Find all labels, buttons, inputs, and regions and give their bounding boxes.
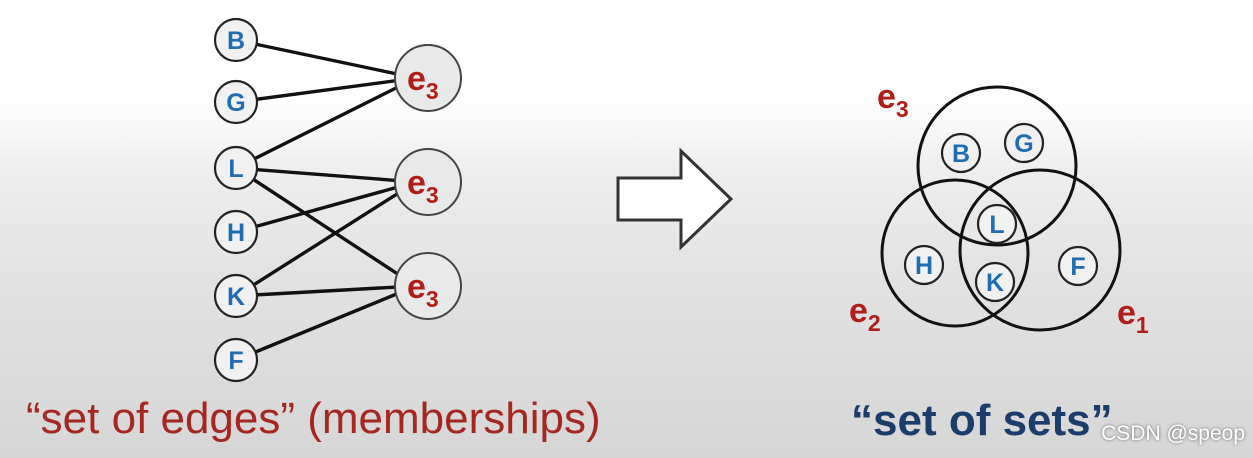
vertex-circle bbox=[213, 17, 259, 63]
vertex-label: H bbox=[227, 219, 245, 247]
hyperedge-label: e3 bbox=[407, 268, 439, 312]
vertex-node-k: K bbox=[213, 273, 259, 319]
set-circle-e2 bbox=[880, 178, 1030, 328]
caption-set-of-edges: “set of edges” (memberships) bbox=[26, 394, 601, 443]
set-member-label: G bbox=[1014, 130, 1033, 158]
set-member-circle bbox=[976, 203, 1018, 245]
set-label-e2: e2 bbox=[849, 292, 881, 336]
vertex-label: K bbox=[227, 283, 245, 311]
membership-line-f-edge-3 bbox=[234, 284, 418, 362]
membership-line-l-edge-1 bbox=[234, 76, 418, 170]
vertex-circle bbox=[213, 79, 259, 125]
hyperedge-label: e3 bbox=[407, 60, 439, 104]
vertex-node-l: L bbox=[213, 145, 259, 191]
transform-arrow-icon bbox=[616, 147, 734, 251]
set-labels: e3 e2 e1 bbox=[849, 78, 1149, 338]
membership-line-k-edge-2 bbox=[234, 180, 418, 298]
vertex-node-g: G bbox=[213, 79, 259, 125]
membership-lines bbox=[234, 38, 418, 362]
venn-set-diagram: e3 e2 e1 B G L H K F bbox=[849, 78, 1149, 338]
set-label-subscript: 3 bbox=[896, 96, 909, 122]
set-circles bbox=[880, 85, 1122, 332]
hyperedge-circle bbox=[394, 148, 462, 216]
vertex-circle bbox=[213, 337, 259, 383]
caption-set-of-sets: “set of sets” bbox=[851, 396, 1113, 445]
set-member-circle bbox=[974, 261, 1016, 303]
vertex-circle bbox=[213, 209, 259, 255]
vertex-circle bbox=[213, 273, 259, 319]
set-label-subscript: 1 bbox=[1136, 312, 1149, 338]
hyperedge-node: e3 bbox=[394, 148, 462, 216]
membership-line-l-edge-2 bbox=[234, 166, 418, 184]
hyperedge-subscript: 3 bbox=[426, 182, 439, 208]
membership-line-k-edge-3 bbox=[234, 284, 418, 298]
vertex-label: L bbox=[228, 155, 243, 183]
set-member-h: H bbox=[903, 244, 945, 286]
set-circle-e3 bbox=[916, 85, 1078, 247]
vertex-node-h: H bbox=[213, 209, 259, 255]
set-member-circle bbox=[903, 244, 945, 286]
set-member-circle bbox=[940, 132, 982, 174]
hyperedge-node: e3 bbox=[394, 252, 462, 320]
set-member-b: B bbox=[940, 132, 982, 174]
set-member-label: H bbox=[915, 252, 933, 280]
set-label-e3: e3 bbox=[877, 78, 909, 122]
set-member-g: G bbox=[1003, 122, 1045, 164]
set-label-e1: e1 bbox=[1117, 294, 1149, 338]
membership-line-l-edge-3 bbox=[234, 166, 418, 288]
set-member-circle bbox=[1057, 245, 1099, 287]
vertex-label: G bbox=[226, 89, 245, 117]
membership-line-h-edge-2 bbox=[234, 180, 418, 234]
vertex-label: F bbox=[228, 347, 243, 375]
set-member-l: L bbox=[976, 203, 1018, 245]
vertex-node-b: B bbox=[213, 17, 259, 63]
membership-line-b-edge-1 bbox=[234, 38, 418, 80]
set-member-label: B bbox=[952, 140, 970, 168]
set-label-subscript: 2 bbox=[868, 310, 881, 336]
set-circle-e1 bbox=[958, 168, 1122, 332]
set-member-nodes: B G L H K F bbox=[903, 122, 1099, 303]
hyperedge-circle bbox=[394, 44, 462, 112]
set-member-k: K bbox=[974, 261, 1016, 303]
set-member-circle bbox=[1003, 122, 1045, 164]
set-member-label: F bbox=[1070, 253, 1085, 281]
set-member-label: K bbox=[986, 269, 1004, 297]
vertex-node-f: F bbox=[213, 337, 259, 383]
vertex-circle bbox=[213, 145, 259, 191]
vertex-nodes: B G L H K F bbox=[213, 17, 259, 383]
hyperedge-subscript: 3 bbox=[426, 286, 439, 312]
watermark: CSDN @speop bbox=[1101, 422, 1245, 445]
vertex-label: B bbox=[227, 27, 245, 55]
hyperedge-nodes: e3 e3 e3 bbox=[394, 44, 462, 320]
hyperedge-circle bbox=[394, 252, 462, 320]
hyperedge-node: e3 bbox=[394, 44, 462, 112]
bipartite-membership-graph: e3 e3 e3 B G L H K F bbox=[213, 17, 462, 383]
set-member-f: F bbox=[1057, 245, 1099, 287]
membership-line-g-edge-1 bbox=[234, 76, 418, 104]
set-member-label: L bbox=[989, 211, 1004, 239]
hyperedge-subscript: 3 bbox=[426, 78, 439, 104]
